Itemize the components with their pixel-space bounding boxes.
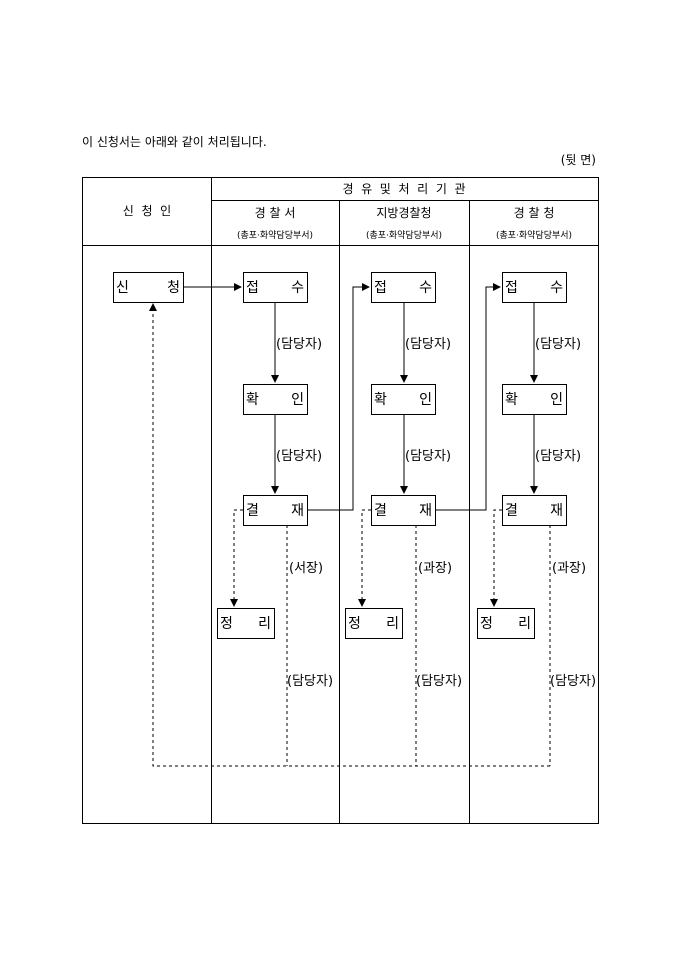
dashed-return-to-applicant bbox=[149, 303, 550, 767]
police-station-approve-char-1: 결 bbox=[246, 503, 259, 519]
police-station-approver-label: (서장) bbox=[289, 561, 323, 576]
arrow-regional-to-national bbox=[435, 283, 501, 511]
national-police-file-box bbox=[477, 608, 535, 639]
police-station-file-char-1: 정 bbox=[220, 616, 233, 632]
police-station-confirm-char-2: 인 bbox=[291, 392, 304, 408]
national-police-confirm-char-1: 확 bbox=[505, 392, 518, 408]
apply-char-1: 신 bbox=[116, 280, 129, 296]
police-station-receive-char-2: 수 bbox=[291, 280, 304, 296]
column-name: 경 찰 청 bbox=[514, 206, 555, 220]
page-side-label: (뒷 면) bbox=[560, 153, 596, 167]
national-police-approve-box bbox=[502, 495, 567, 526]
national-police-confirm-box bbox=[502, 384, 567, 415]
police-station-file-box bbox=[217, 608, 275, 639]
regional-police-approve-char-2: 재 bbox=[419, 503, 432, 519]
national-police-file-char-2: 리 bbox=[518, 616, 531, 632]
regional-police-receive-char-2: 수 bbox=[419, 280, 432, 296]
police-station-file-char-2: 리 bbox=[258, 616, 271, 632]
regional-police-officer-label-1: (담당자) bbox=[405, 337, 451, 352]
regional-police-receive-char-1: 접 bbox=[374, 280, 387, 296]
police-station-approve-box bbox=[243, 495, 308, 526]
column-name: 경 찰 서 bbox=[255, 206, 296, 220]
police-station-officer-label-3: (담당자) bbox=[287, 674, 333, 689]
police-station-confirm-box bbox=[243, 384, 308, 415]
national-police-approve-char-2: 재 bbox=[550, 503, 563, 519]
national-police-confirm-char-2: 인 bbox=[550, 392, 563, 408]
national-police-dashed-approve-file bbox=[490, 509, 502, 607]
regional-police-officer-label-3: (담당자) bbox=[416, 674, 462, 689]
regional-police-file-char-1: 정 bbox=[348, 616, 361, 632]
regional-police-approve-char-1: 결 bbox=[374, 503, 387, 519]
regional-police-confirm-box bbox=[371, 384, 436, 415]
regional-police-file-box bbox=[345, 608, 403, 639]
police-station-approve-char-2: 재 bbox=[291, 503, 304, 519]
regional-police-approve-box bbox=[371, 495, 436, 526]
column-dept: (총포·화약담당부서) bbox=[237, 229, 313, 241]
regional-police-confirm-char-2: 인 bbox=[419, 392, 432, 408]
column-name: 지방경찰청 bbox=[376, 206, 431, 220]
police-station-receive-box bbox=[243, 272, 308, 303]
regional-police-dashed-approve-file bbox=[358, 509, 371, 607]
national-police-receive-char-2: 수 bbox=[550, 280, 563, 296]
national-police-officer-label-2: (담당자) bbox=[535, 449, 581, 464]
regional-police-receive-box bbox=[371, 272, 436, 303]
police-station-confirm-char-1: 확 bbox=[246, 392, 259, 408]
regional-police-approver-label: (과장) bbox=[418, 561, 452, 576]
police-station-receive-char-1: 접 bbox=[246, 280, 259, 296]
national-police-approve-char-1: 결 bbox=[505, 503, 518, 519]
route-header: 경 유 및 처 리 기 관 bbox=[342, 182, 465, 196]
column-dept: (총포·화약담당부서) bbox=[496, 229, 572, 241]
intro-text: 이 신청서는 아래와 같이 처리됩니다. bbox=[82, 135, 267, 149]
national-police-officer-label-1: (담당자) bbox=[535, 337, 581, 352]
national-police-officer-label-3: (담당자) bbox=[550, 674, 596, 689]
police-station-officer-label-2: (담당자) bbox=[276, 449, 322, 464]
police-station-dashed-approve-file bbox=[230, 509, 243, 607]
police-station-officer-label-1: (담당자) bbox=[276, 337, 322, 352]
national-police-approver-label: (과장) bbox=[552, 561, 586, 576]
arrow-station-to-regional bbox=[307, 283, 370, 511]
regional-police-officer-label-2: (담당자) bbox=[405, 449, 451, 464]
applicant-header: 신 청 인 bbox=[123, 204, 171, 218]
regional-police-file-char-2: 리 bbox=[386, 616, 399, 632]
national-police-receive-box bbox=[502, 272, 567, 303]
column-dept: (총포·화약담당부서) bbox=[366, 229, 442, 241]
apply-char-2: 청 bbox=[167, 280, 180, 296]
national-police-receive-char-1: 접 bbox=[505, 280, 518, 296]
national-police-file-char-1: 정 bbox=[480, 616, 493, 632]
apply-box bbox=[113, 272, 184, 303]
regional-police-confirm-char-1: 확 bbox=[374, 392, 387, 408]
table-grid bbox=[82, 177, 599, 824]
